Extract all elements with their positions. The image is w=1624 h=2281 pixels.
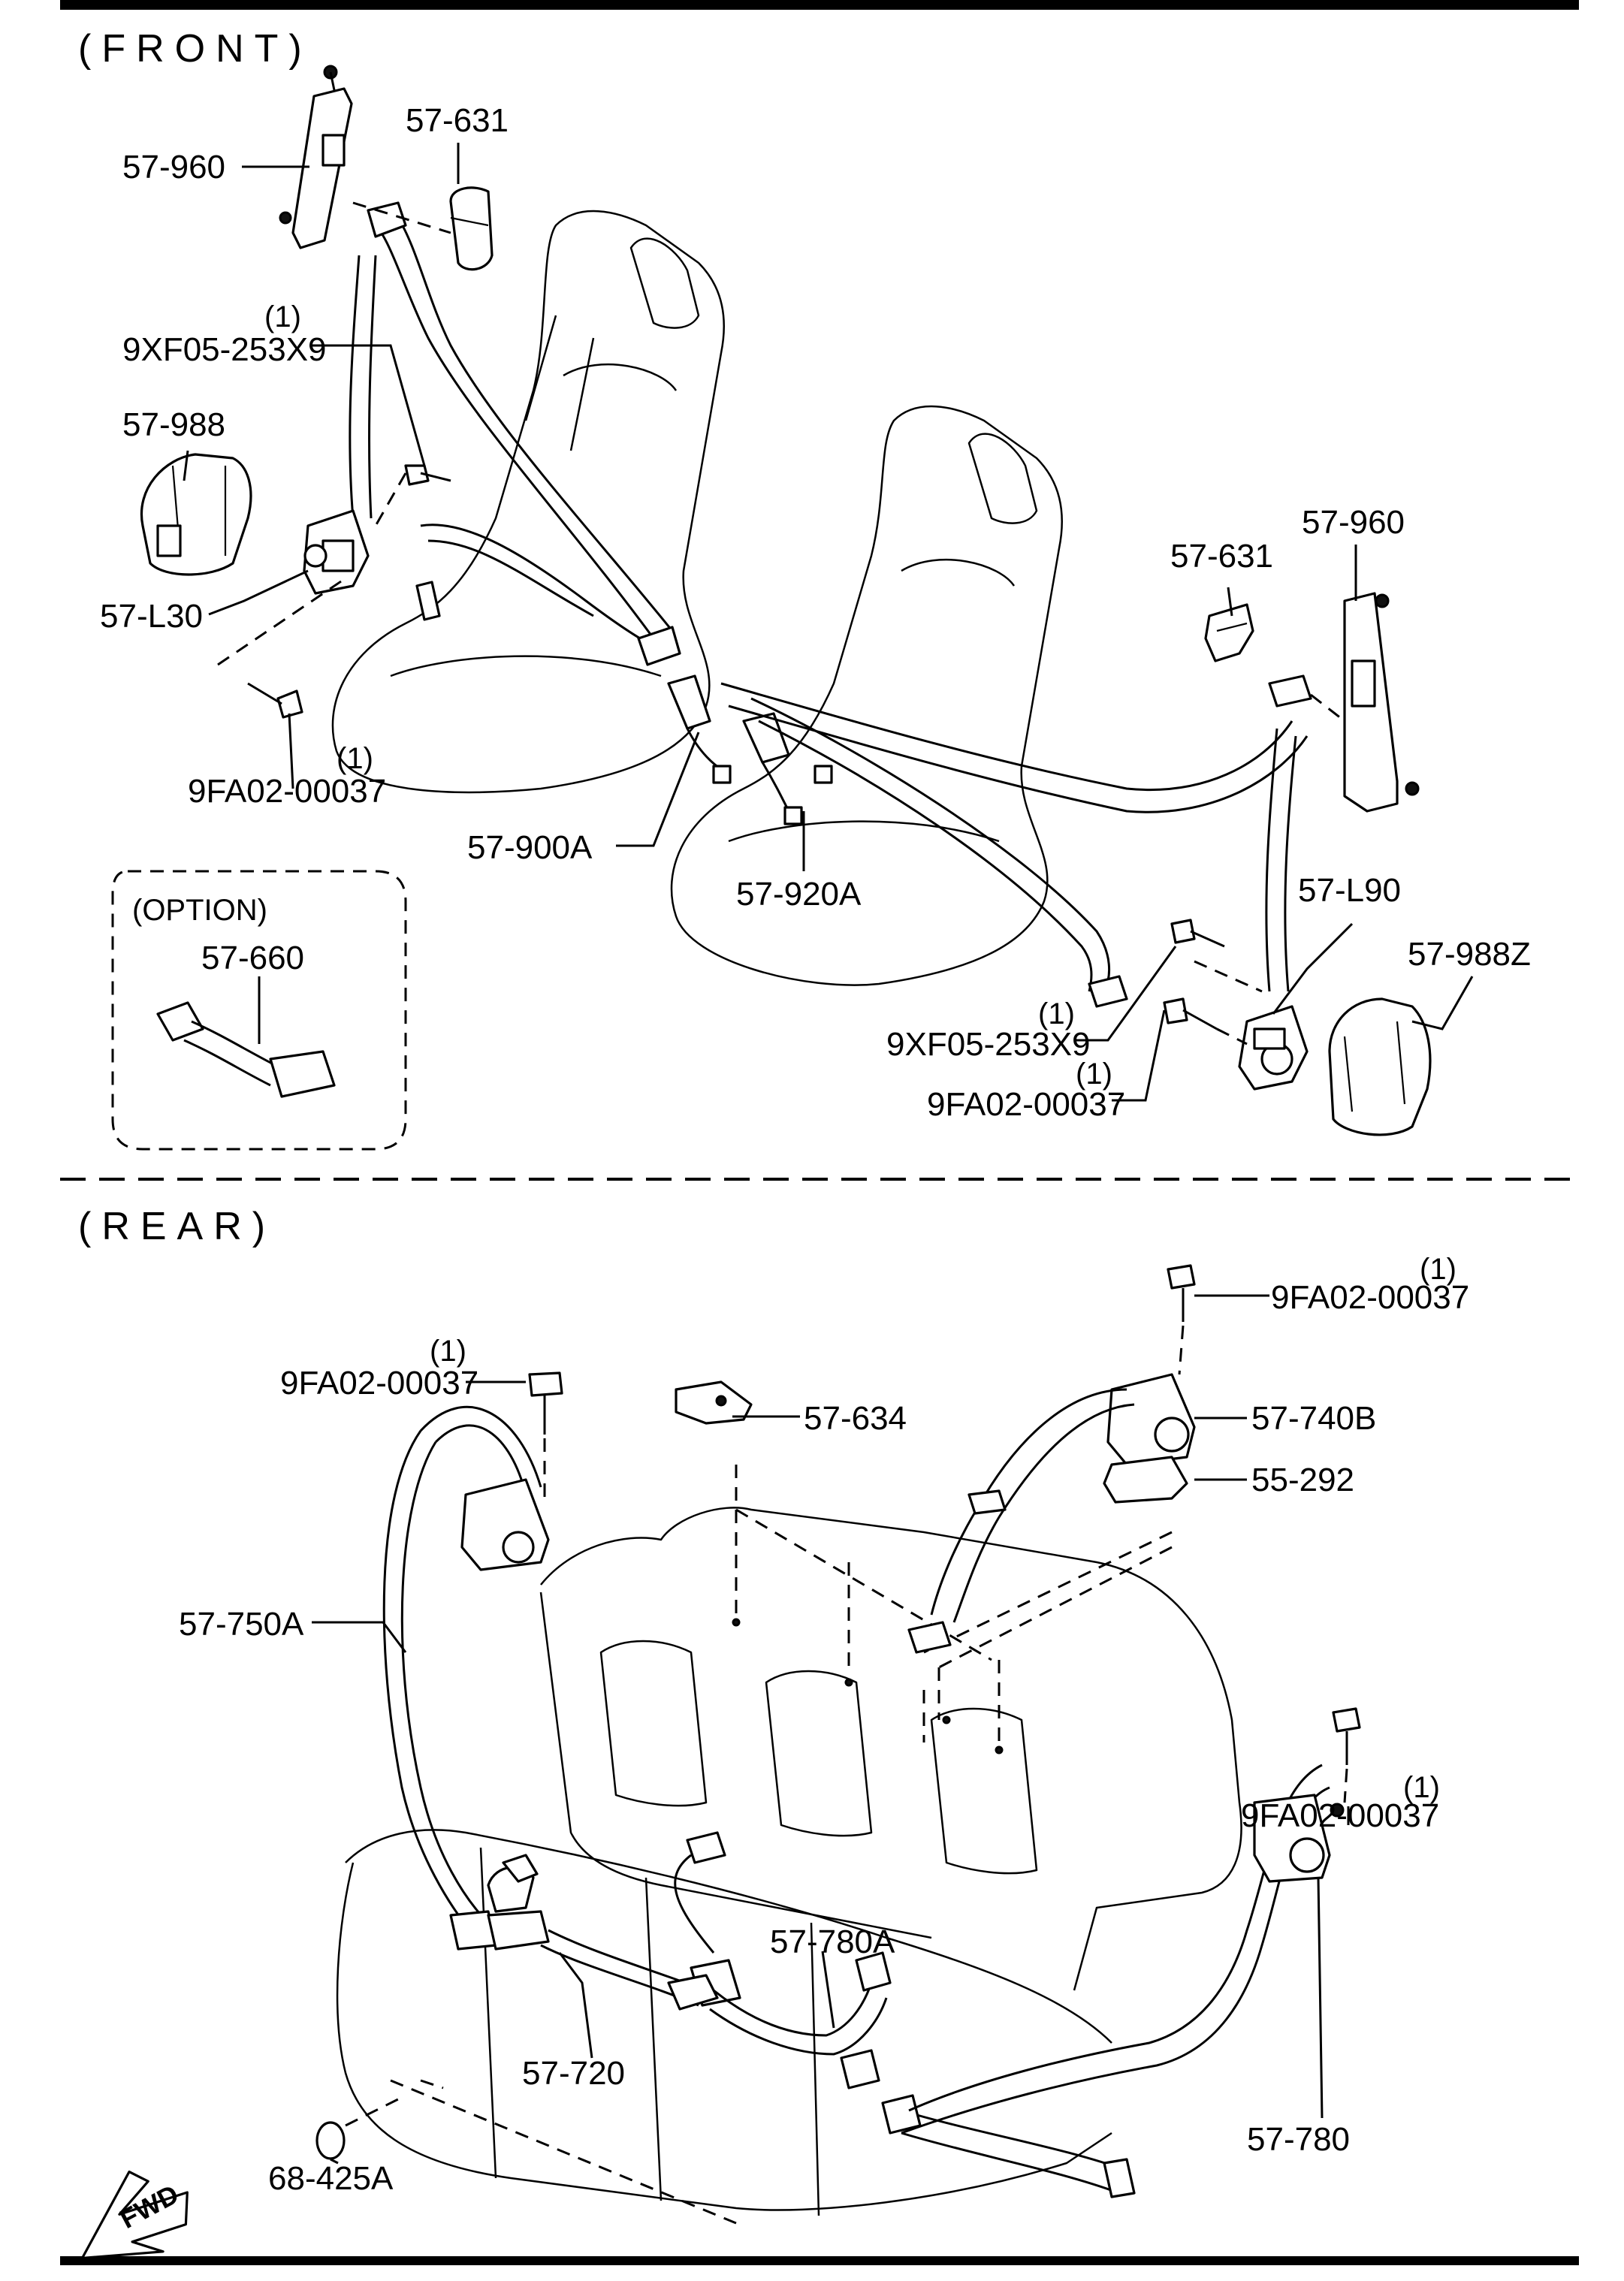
callout-front-retractor-right: 57-L90	[1298, 872, 1401, 909]
rear-section-heading: (REAR)	[78, 1205, 276, 1248]
callout-front-pillar-left: 57-960	[122, 149, 225, 186]
rear-seat	[336, 1507, 1242, 2216]
callout-front-cover-right: 57-631	[1170, 538, 1273, 575]
right-upper-bolt	[1170, 919, 1225, 948]
callout-rear-left-retractor: 57-750A	[179, 1606, 304, 1643]
callout-rear-right-retractor: 57-780	[1247, 2121, 1350, 2158]
callout-rear-right-bolt: 9FA02-00037	[1241, 1797, 1439, 1834]
left-belt-guide-cover	[352, 186, 494, 271]
callout-front-buckle-right: 57-920A	[736, 876, 862, 913]
callout-rear-right-bolt-qty: (1)	[1403, 1771, 1440, 1804]
callout-front-bolt-left-qty: (1)	[264, 300, 301, 333]
option-label: (OPTION)	[132, 894, 267, 927]
right-lower-bolt	[1163, 997, 1248, 1045]
rear-center-retractor	[907, 1373, 1196, 1654]
callout-front-pillar-right: 57-960	[1302, 504, 1405, 541]
left-retractor	[303, 509, 370, 595]
callout-option-extension: 57-660	[201, 940, 304, 976]
front-callouts: 57-960 57-631 (1) 9XF05-253X9 57-988 57-…	[100, 102, 1531, 1123]
right-pillar-height-adjuster	[1310, 592, 1420, 813]
callout-front-bolt-right-qty: (1)	[1038, 997, 1075, 1030]
leader-lines	[183, 143, 1474, 2165]
left-front-belt-webbing	[349, 201, 681, 666]
callout-rear-retractor-pad: 55-292	[1251, 1462, 1354, 1498]
rear-center-anchor-bracket	[675, 1380, 753, 1425]
callout-rear-anchor-bracket: 57-634	[804, 1400, 907, 1437]
callout-rear-center-bolt: 9FA02-00037	[1271, 1279, 1469, 1316]
callout-front-lower-bolt-right-qty: (1)	[1076, 1058, 1112, 1091]
callout-front-lower-bolt-left-qty: (1)	[337, 742, 373, 775]
right-front-belt-webbing	[720, 674, 1312, 1008]
front-buckles	[667, 674, 833, 825]
callout-front-lower-bolt-left: 9FA02-00037	[188, 773, 386, 810]
left-retractor-cover	[140, 453, 252, 576]
callout-rear-center-retractor: 57-740B	[1251, 1400, 1376, 1437]
rear-callouts: (1) 9FA02-00037 57-740B 55-292 (1) 9FA02…	[179, 1253, 1469, 2197]
callout-rear-floor-plug: 68-425A	[268, 2160, 394, 2197]
rear-retractor-pad	[1103, 1456, 1188, 1504]
top-border-rule	[60, 0, 1579, 10]
left-pillar-height-adjuster	[279, 65, 353, 249]
callout-rear-center-bolt-qty: (1)	[1420, 1253, 1456, 1286]
callout-front-bolt-right: 9XF05-253X9	[886, 1026, 1091, 1063]
front-passenger-seat	[670, 405, 1063, 986]
rear-shelf-guides	[732, 1465, 1173, 1754]
callout-front-cover-left: 57-631	[406, 102, 509, 139]
option-box: (OPTION)	[111, 870, 407, 1151]
rear-right-buckle	[667, 1951, 892, 2089]
right-retractor-cover	[1328, 997, 1432, 1136]
callout-front-buckle-left: 57-900A	[467, 829, 593, 866]
rear-floor-plug	[315, 2079, 737, 2225]
callout-front-retractor-cover-left: 57-988	[122, 406, 225, 443]
callout-rear-left-bolt: 9FA02-00037	[280, 1365, 478, 1401]
rear-right-belt-assembly	[881, 1764, 1345, 2198]
bottom-border-rule	[60, 2256, 1579, 2265]
rear-right-bolt	[1332, 1707, 1361, 1803]
front-section-heading: (FRONT)	[78, 27, 312, 71]
right-belt-guide-cover	[1204, 603, 1254, 662]
callout-front-retractor-left: 57-L30	[100, 598, 203, 635]
callout-front-lower-bolt-right: 9FA02-00037	[927, 1086, 1125, 1123]
callout-rear-buckle-right: 57-780A	[770, 1923, 895, 1960]
rear-center-bolt	[1167, 1264, 1196, 1375]
left-lower-bolt	[217, 577, 346, 719]
right-retractor	[1194, 960, 1309, 1091]
left-upper-bolt	[374, 464, 451, 527]
rear-left-belt-assembly	[382, 1405, 550, 1951]
extension-buckle	[156, 1001, 336, 1098]
callout-front-retractor-cover-right: 57-988Z	[1408, 936, 1531, 973]
front-driver-seat	[331, 210, 725, 794]
rear-left-bolt	[528, 1371, 563, 1502]
callout-rear-left-bolt-qty: (1)	[430, 1335, 466, 1368]
callout-front-bolt-left: 9XF05-253X9	[122, 331, 327, 368]
callout-rear-buckle-pair: 57-720	[522, 2055, 625, 2092]
